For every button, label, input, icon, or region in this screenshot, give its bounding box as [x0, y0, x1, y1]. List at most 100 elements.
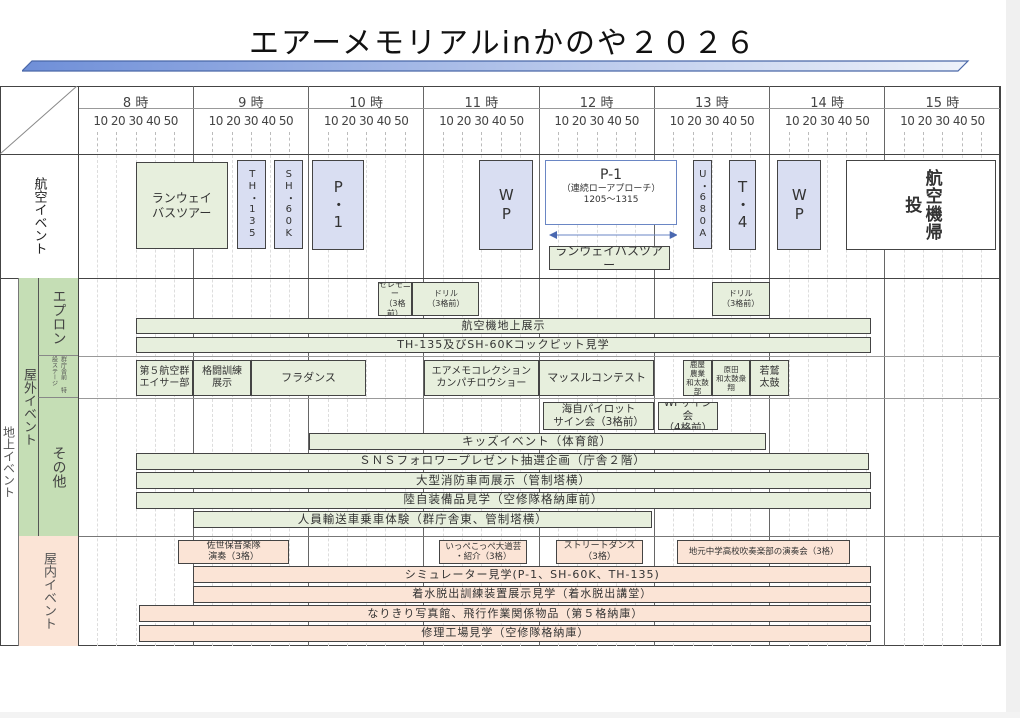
- minute-guide-line: [346, 132, 348, 152]
- minute-guide-line: [827, 132, 829, 152]
- page-title: エアーメモリアルinかのや２０２６: [248, 26, 758, 61]
- minute-guide-line: [346, 155, 348, 646]
- minute-guide-line: [250, 132, 252, 152]
- minute-guide-line: [174, 155, 176, 646]
- minute-guide-line: [462, 132, 464, 152]
- hour-label-12: 12 時: [579, 96, 614, 111]
- indoor-bar-label: なりきり写真館、飛行作業関係物品（第５格納庫）: [367, 606, 644, 620]
- minute-labels: 10 20 30 40 50: [439, 114, 524, 128]
- minute-guide-line: [673, 132, 675, 152]
- stage-event-block-label: マッスルコンテスト: [547, 371, 647, 385]
- minute-guide-line: [731, 132, 733, 152]
- other-bar: 大型消防車両展示（管制塔横）: [135, 472, 872, 489]
- minute-guide-line: [404, 155, 406, 646]
- minute-guide-line: [596, 155, 598, 646]
- right-margin-strip: [1006, 0, 1020, 718]
- minute-guide-line: [327, 155, 329, 646]
- minute-guide-line: [673, 155, 675, 646]
- air-event-block-label: T・4: [733, 178, 752, 232]
- minute-guide-line: [961, 155, 963, 646]
- minute-guide-line: [942, 155, 944, 646]
- minute-guide-line: [711, 132, 713, 152]
- section-ground-event: 地上イベント: [1, 426, 16, 498]
- minute-guide-line: [865, 132, 867, 152]
- apron-bar-label: TH-135及びSH-60Kコックピット見学: [397, 338, 610, 352]
- row-divider: [18, 536, 1000, 537]
- minute-guide-line: [788, 155, 790, 646]
- air-event-block-label: P-1（連続ローアプローチ）1205～1315: [562, 167, 661, 205]
- stage-event-block-label: 格闘訓練 展示: [202, 366, 243, 389]
- apron-bar: 航空機地上展示: [135, 318, 872, 334]
- minute-guide-line: [442, 155, 444, 646]
- hour-divider: [884, 86, 886, 646]
- indoor-bar: シミュレーター見学(P-1、SH-60K、TH-135): [193, 566, 872, 583]
- air-event-block: T・4: [729, 160, 757, 250]
- minute-guide-line: [250, 155, 252, 646]
- minute-guide-line: [558, 132, 560, 152]
- hour-label-15: 15 時: [925, 96, 960, 111]
- hour-label-8: 8 時: [122, 96, 149, 111]
- air-runway-bus-tour-2-label: ランウェイバスツアー: [555, 246, 663, 270]
- apron-event-block-label: ドリル （3格前）: [427, 289, 465, 308]
- minute-guide-line: [500, 132, 502, 152]
- stage-event-block-label: 若鷲 太鼓: [759, 366, 780, 389]
- row-divider: [78, 108, 1000, 109]
- air-event-block: U・680A: [692, 160, 712, 249]
- minute-guide-line: [289, 155, 291, 646]
- minute-guide-line: [154, 155, 156, 646]
- row-divider: [78, 278, 1000, 279]
- minute-guide-line: [481, 155, 483, 646]
- stage-event-block: 格闘訓練 展示: [193, 360, 251, 396]
- minute-guide-line: [442, 132, 444, 152]
- minute-labels: 10 20 30 40 50: [784, 114, 870, 128]
- other-bar: キッズイベント（体育館）: [308, 433, 766, 450]
- minute-labels: 10 20 30 40 50: [208, 114, 294, 128]
- hour-divider: [999, 86, 1001, 646]
- air-event-block-label: ランウェイ バスツアー: [151, 191, 212, 220]
- air-event-block-label: WP: [790, 186, 809, 224]
- minute-guide-line: [481, 132, 483, 152]
- stage-event-block-label: エアメモコレクション カンパチロウショー: [431, 366, 532, 389]
- minute-guide-line: [596, 132, 598, 152]
- minute-guide-line: [923, 155, 925, 646]
- air-event-block-label: WP: [497, 186, 516, 224]
- minute-guide-line: [615, 155, 617, 646]
- stage-event-block-label: 原田 和太鼓衆 翔: [716, 364, 747, 392]
- air-event-block: 航空機帰投: [846, 160, 997, 250]
- stage-event-block: 鹿屋 農業 和太鼓部: [683, 360, 712, 396]
- stage-event-block: フラダンス: [250, 360, 367, 396]
- minute-guide-line: [270, 132, 272, 152]
- minute-guide-line: [519, 155, 521, 646]
- minute-guide-line: [635, 132, 637, 152]
- minute-labels: 10 20 30 40 50: [900, 114, 985, 128]
- apron-event-block: ドリル （3格前）: [711, 282, 770, 316]
- apron-bar-label: 航空機地上展示: [461, 319, 546, 333]
- hour-label-13: 13 時: [695, 96, 729, 111]
- minute-guide-line: [635, 155, 637, 646]
- minute-guide-line: [788, 132, 790, 152]
- indoor-bar: 修理工場見学（空修隊格納庫）: [139, 624, 872, 642]
- minute-guide-line: [942, 132, 944, 152]
- stage-event-block: 若鷲 太鼓: [750, 360, 789, 396]
- other-bar-label: キッズイベント（体育館）: [462, 433, 613, 448]
- stage-event-block: マッスルコンテスト: [539, 360, 655, 396]
- hour-label-14: 14 時: [810, 96, 844, 111]
- minute-guide-line: [923, 132, 925, 152]
- minute-guide-line: [97, 155, 99, 646]
- minute-guide-line: [462, 155, 464, 646]
- minute-guide-line: [846, 132, 848, 152]
- left-col-divider: [78, 86, 79, 646]
- minute-guide-line: [212, 132, 214, 152]
- minute-guide-line: [327, 132, 329, 152]
- minute-labels: 10 20 30 40 50: [554, 114, 639, 128]
- other-event-block: 海自パイロット サイン会（3格前）: [542, 402, 655, 430]
- stage-event-block: 第５航空群 エイサー部: [135, 360, 194, 396]
- minute-guide-line: [750, 155, 752, 646]
- minute-labels: 10 20 30 40 50: [93, 114, 178, 128]
- minute-guide-line: [615, 132, 617, 152]
- apron-event-block: ドリル （3格前）: [412, 282, 480, 316]
- section-air-event: 航空イベント: [31, 177, 47, 255]
- row-divider: [78, 154, 1000, 155]
- section-apron: エプロン: [38, 278, 78, 356]
- indoor-event-block: 佐世保音楽隊 演奏（3格）: [177, 540, 290, 564]
